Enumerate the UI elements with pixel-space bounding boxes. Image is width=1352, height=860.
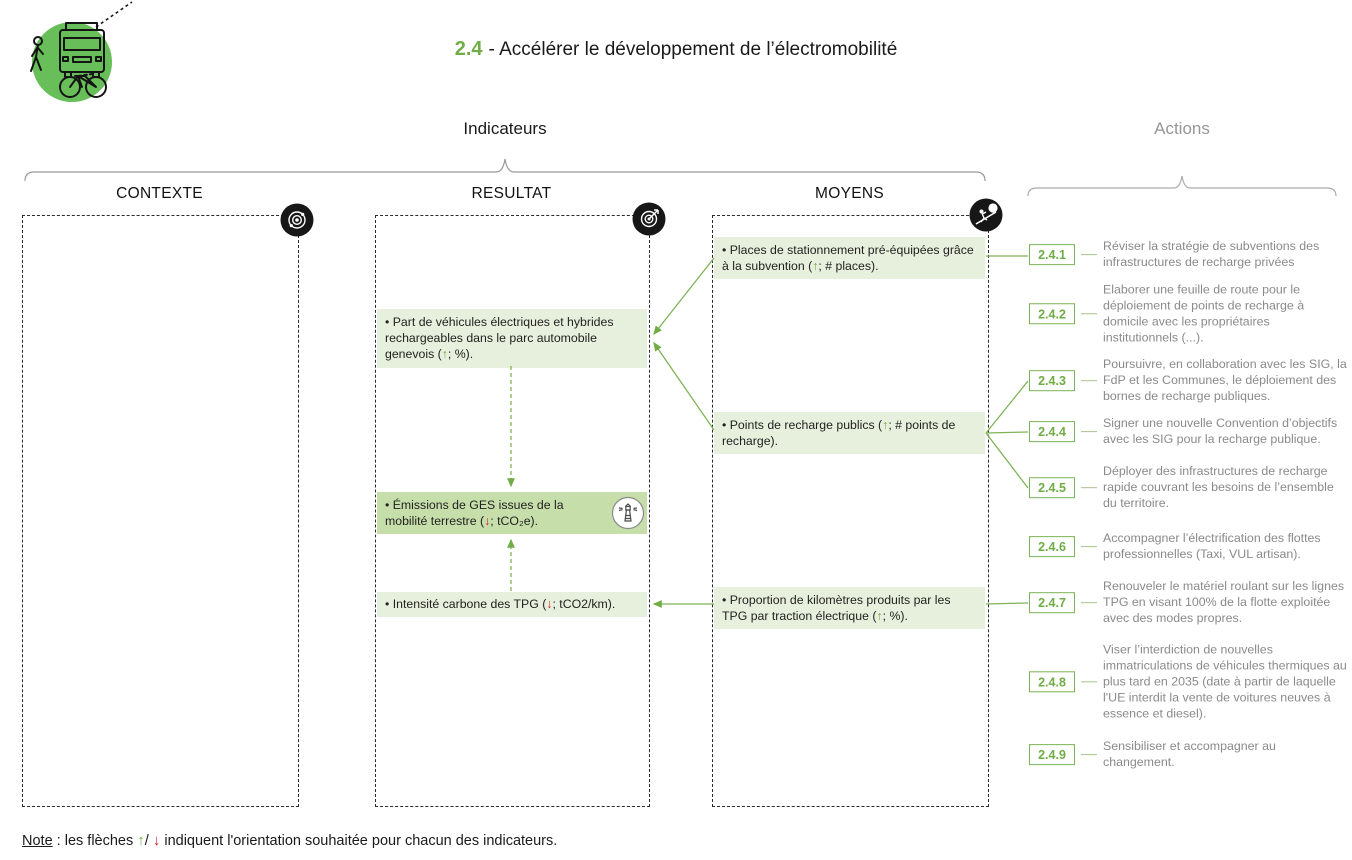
actions-header: Actions xyxy=(1154,119,1210,138)
action-item-2-4-7: 2.4.7 Renouveler le matériel roulant sur … xyxy=(1029,579,1347,627)
action-badge: 2.4.5 xyxy=(1029,477,1075,499)
down-arrow: ↓ xyxy=(152,832,161,849)
footnote-text: / xyxy=(144,833,153,849)
badge-connector xyxy=(1081,602,1097,604)
indicator-part-vehicules-electriques: • Part de véhicules électriques et hybri… xyxy=(377,309,647,368)
link-km-247 xyxy=(985,602,1029,605)
link-recharge-244 xyxy=(985,431,1029,434)
down-arrow: ↓ xyxy=(484,514,491,529)
action-text: Signer une nouvelle Convention d’objecti… xyxy=(1103,416,1338,446)
badge-connector xyxy=(1081,254,1097,256)
indicator-text: ; # points de recharge). xyxy=(722,418,956,449)
badge-connector xyxy=(1081,681,1097,683)
contexte-column-title: CONTEXTE xyxy=(116,185,203,202)
action-text: Elaborer une feuille de route pour le dé… xyxy=(1103,282,1305,344)
badge-connector xyxy=(1081,487,1097,489)
effort-push-icon xyxy=(969,198,1003,232)
action-text: Poursuivre, en collaboration avec les SI… xyxy=(1103,357,1347,403)
page-title: 2.4- Accélérer le développement de l’éle… xyxy=(0,38,1352,61)
action-badge: 2.4.9 xyxy=(1029,744,1075,766)
indicator-points-recharge: • Points de recharge publics (↑; # point… xyxy=(714,412,985,455)
action-badge: 2.4.2 xyxy=(1029,303,1075,325)
action-item-2-4-5: 2.4.5 Déployer des infrastructures de rec… xyxy=(1029,464,1347,512)
arrow-recharge-to-part xyxy=(653,341,715,431)
moyens-column-box xyxy=(712,215,989,807)
up-arrow: ↑ xyxy=(441,347,448,362)
indicator-text: ; tCO2/km). xyxy=(552,597,616,611)
action-item-2-4-6: 2.4.6 Accompagner l’électrification des f… xyxy=(1029,531,1347,563)
mobility-logo-icon xyxy=(30,1,133,102)
action-item-2-4-3: 2.4.3 Poursuivre, en collaboration avec l… xyxy=(1029,357,1347,405)
indicator-text: • Places de stationnement pré-équipées g… xyxy=(722,243,974,274)
indicator-intensite-carbone: • Intensité carbone des TPG (↓; tCO2/km)… xyxy=(377,592,647,618)
moyens-column-title: MOYENS xyxy=(815,185,884,202)
action-text: Renouveler le matériel roulant sur les l… xyxy=(1103,579,1345,625)
indicator-places-stationnement: • Places de stationnement pré-équipées g… xyxy=(714,237,985,280)
indicator-text: • Proportion de kilomètres produits par … xyxy=(722,593,951,624)
badge-connector xyxy=(1081,431,1097,433)
action-item-2-4-9: 2.4.9 Sensibiliser et accompagner au chan… xyxy=(1029,739,1347,771)
action-text: Réviser la stratégie de subventions des … xyxy=(1103,239,1320,269)
indicator-text: • Part de véhicules électriques et hybri… xyxy=(385,315,614,362)
contexte-column-box xyxy=(22,215,299,807)
resultat-column-box xyxy=(375,215,650,807)
action-badge: 2.4.3 xyxy=(1029,370,1075,392)
indicator-text: ; %). xyxy=(447,347,474,362)
badge-connector xyxy=(1081,380,1097,382)
badge-connector xyxy=(1081,313,1097,315)
mobility-logo xyxy=(8,0,148,118)
action-text: Déployer des infrastructures de recharge… xyxy=(1103,464,1334,510)
badge-connector xyxy=(1081,754,1097,756)
indicateurs-header: Indicateurs xyxy=(463,119,547,138)
orbit-icon xyxy=(280,203,314,237)
indicator-text: ; # places). xyxy=(818,259,879,274)
action-badge: 2.4.4 xyxy=(1029,421,1075,443)
link-recharge-245 xyxy=(985,432,1029,489)
page-title-number: 2.4 xyxy=(454,38,483,60)
indicator-emissions-ges: • Émissions de GES issues de la mobilité… xyxy=(377,492,647,535)
resultat-column-title: RESULTAT xyxy=(471,185,552,202)
action-text: Sensibiliser et accompagner au changemen… xyxy=(1103,739,1276,769)
action-badge: 2.4.6 xyxy=(1029,536,1075,558)
target-arrow-icon xyxy=(632,202,666,236)
footnote: Note : les flèches ↑/ ↓ indiquent l'orie… xyxy=(22,832,557,849)
action-text: Viser l’interdiction de nouvelles immatr… xyxy=(1103,642,1347,720)
action-badge: 2.4.8 xyxy=(1029,671,1075,693)
up-arrow: ↑ xyxy=(876,609,883,624)
arrow-places-to-part xyxy=(653,257,715,336)
footnote-text: indiquent l'orientation souhaitée pour c… xyxy=(160,833,558,849)
action-badge: 2.4.7 xyxy=(1029,592,1075,614)
action-item-2-4-2: 2.4.2 Elaborer une feuille de route pour … xyxy=(1029,282,1347,346)
action-item-2-4-1: 2.4.1 Réviser la stratégie de subventions… xyxy=(1029,239,1347,271)
up-arrow: ↑ xyxy=(882,418,889,432)
down-arrow: ↓ xyxy=(546,597,553,611)
action-badge: 2.4.1 xyxy=(1029,244,1075,266)
up-arrow: ↑ xyxy=(812,259,819,274)
page-title-text: - Accélérer le développement de l’électr… xyxy=(488,39,898,60)
indicator-text: • Points de recharge publics ( xyxy=(722,418,883,432)
indicator-text: • Émissions de GES issues de la mobilité… xyxy=(385,498,564,529)
footnote-label: Note xyxy=(22,833,53,849)
badge-connector xyxy=(1081,546,1097,548)
indicator-km-tpg-electrique: • Proportion de kilomètres produits par … xyxy=(714,587,985,630)
action-text: Accompagner l’électrification des flotte… xyxy=(1103,531,1321,561)
lighthouse-icon xyxy=(611,496,645,530)
indicator-text: • Intensité carbone des TPG ( xyxy=(385,597,547,611)
indicateurs-brace xyxy=(24,158,986,182)
indicator-text: ; tCO₂e). xyxy=(490,514,539,529)
actions-brace xyxy=(1027,175,1337,197)
footnote-text: : les flèches xyxy=(52,833,138,849)
action-item-2-4-8: 2.4.8 Viser l’interdiction de nouvelles i… xyxy=(1029,642,1347,721)
link-recharge-243 xyxy=(985,380,1029,434)
indicator-text: ; %). xyxy=(882,609,908,624)
up-arrow: ↑ xyxy=(137,832,145,849)
action-item-2-4-4: 2.4.4 Signer une nouvelle Convention d’ob… xyxy=(1029,416,1347,448)
